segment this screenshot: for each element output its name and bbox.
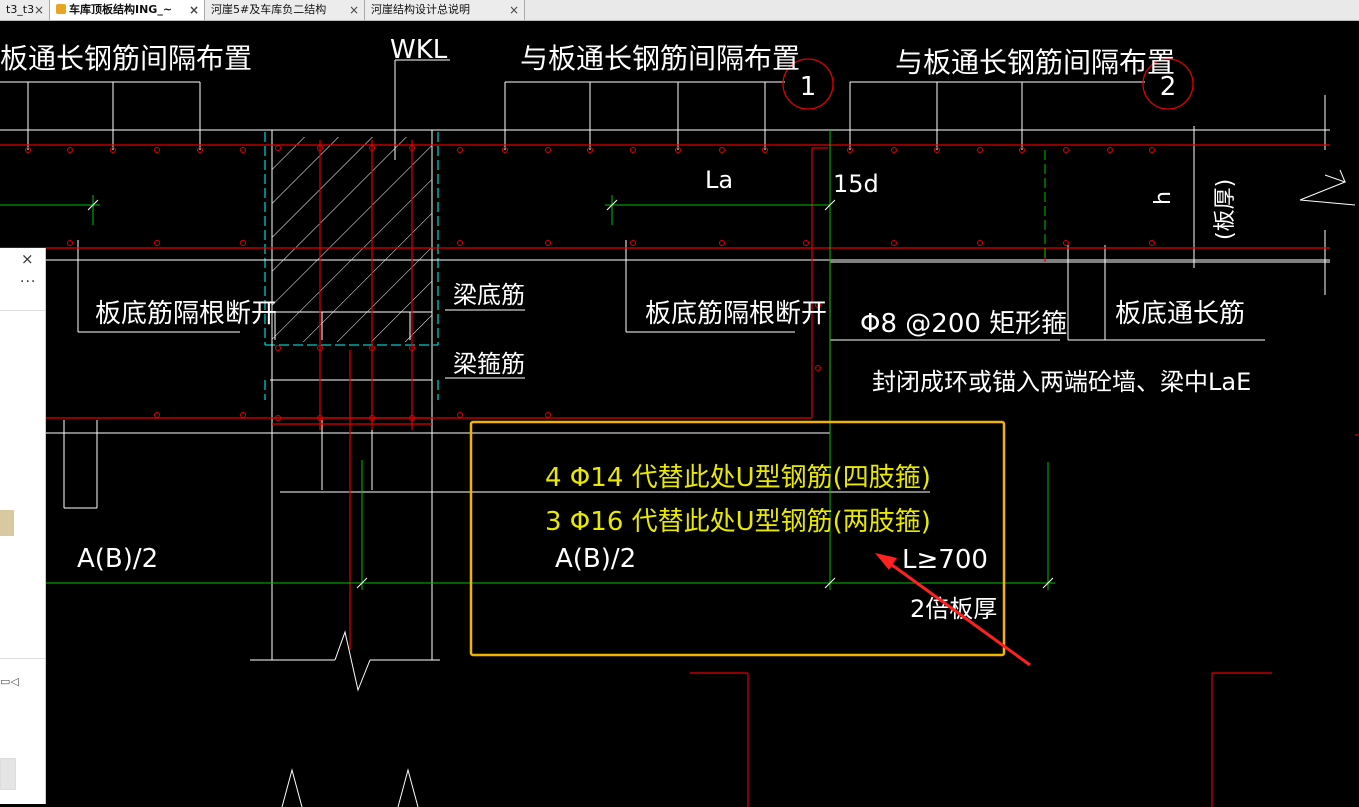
- tab-label: 河崖5#及车库负二结构: [211, 3, 327, 16]
- dimension-ticks: [87, 199, 1054, 589]
- beam-stirrup-label: 梁箍筋: [453, 350, 525, 378]
- d15-label: 15d: [833, 170, 879, 198]
- close-icon[interactable]: ×: [508, 3, 519, 17]
- wkl-label: WKL: [390, 35, 448, 65]
- h-label: h: [1151, 191, 1176, 205]
- tab-garage-roof-structure[interactable]: 车库顶板结构ING_~ ×: [50, 0, 205, 20]
- rebar-dots: [25, 145, 1155, 421]
- document-tab-bar: t3_t3 × 车库顶板结构ING_~ × 河崖5#及车库负二结构 × 河崖结构…: [0, 0, 1359, 21]
- highlight-box[interactable]: [469, 420, 1006, 657]
- bottom-markers: [281, 768, 419, 807]
- closed-loop-note: 封闭成环或锚入两端砼墙、梁中LaE: [872, 368, 1251, 396]
- beam-hatch: [272, 137, 432, 342]
- drawing-labels: 板通长钢筋间隔布置 WKL 与板通长钢筋间隔布置 与板通长钢筋间隔布置 La 1…: [0, 35, 1251, 623]
- thumbnail-image[interactable]: [0, 510, 14, 536]
- bottom-long-bar-label: 板底通长筋: [1115, 299, 1245, 329]
- section-marker-label: 1: [800, 72, 817, 102]
- tab-label: 车库顶板结构ING_~: [69, 3, 173, 16]
- stirrup-spec-label: Φ8 @200 矩形箍: [860, 309, 1067, 339]
- note-line-2: 3 Φ16 代替此处U型钢筋(两肢箍): [545, 507, 931, 537]
- plate-thickness-label: (板厚): [1213, 179, 1238, 240]
- divider: [0, 310, 45, 311]
- section-marker-2[interactable]: 2: [1142, 58, 1194, 110]
- tab-label: t3_t3: [6, 3, 35, 16]
- top-left-label: 板通长钢筋间隔布置: [0, 42, 252, 75]
- l-min-label: L≥700: [902, 545, 988, 575]
- dimension-lines: [0, 130, 1055, 590]
- la-label: La: [705, 166, 733, 194]
- top-right-label: 与板通长钢筋间隔布置: [895, 46, 1175, 79]
- section-marker-1[interactable]: 1: [782, 58, 834, 110]
- beam-outline: [264, 132, 439, 400]
- beam-bottom-bar-label: 梁底筋: [453, 281, 525, 309]
- bottom-break-left-label: 板底筋隔根断开: [95, 299, 277, 329]
- bottom-break-mid-label: 板底筋隔根断开: [645, 299, 827, 329]
- close-icon[interactable]: ×: [188, 3, 199, 17]
- more-options-icon[interactable]: ···: [20, 274, 37, 290]
- note-line-1: 4 Φ14 代替此处U型钢筋(四肢箍): [545, 463, 931, 493]
- divider: [0, 658, 45, 659]
- video-icon[interactable]: ▭◁: [0, 675, 19, 688]
- red-arrow-icon: [875, 553, 1031, 667]
- lock-icon: [56, 4, 66, 14]
- ab-left-label: A(B)/2: [77, 544, 158, 574]
- ab-mid-label: A(B)/2: [555, 544, 636, 574]
- input-area[interactable]: [0, 758, 16, 790]
- cad-canvas[interactable]: 1 2 板通长钢筋间隔布置 WKL 与板通长钢筋间隔布置 与板通长钢筋间隔布置 …: [0, 20, 1359, 807]
- tab-label: 河崖结构设计总说明: [371, 3, 470, 16]
- close-icon[interactable]: ×: [33, 3, 44, 17]
- structure-lines: [0, 59, 1356, 692]
- tab-heya-5-structure[interactable]: 河崖5#及车库负二结构 ×: [205, 0, 365, 20]
- floating-side-panel: × ··· ▭◁: [0, 248, 46, 804]
- rebar-lines: [0, 140, 1359, 807]
- tab-t3[interactable]: t3_t3 ×: [0, 0, 50, 20]
- section-marker-label: 2: [1160, 72, 1177, 102]
- close-icon[interactable]: ×: [348, 3, 359, 17]
- close-icon[interactable]: ×: [21, 250, 34, 268]
- tab-design-notes[interactable]: 河崖结构设计总说明 ×: [365, 0, 525, 20]
- top-mid-label: 与板通长钢筋间隔布置: [520, 42, 800, 75]
